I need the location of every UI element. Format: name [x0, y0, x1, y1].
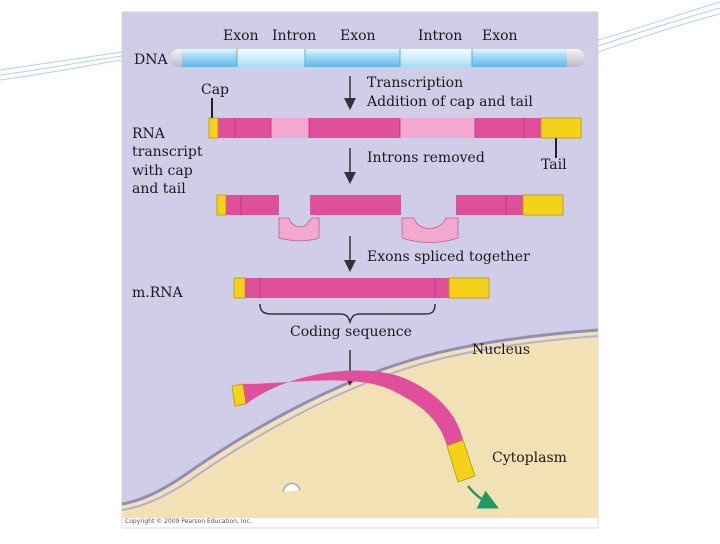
label-exon-3: Exon: [482, 28, 518, 44]
label-mrna: m.RNA: [132, 285, 183, 301]
rna-transcript: [208, 117, 582, 139]
coding-sequence-brace: [259, 303, 436, 325]
label-introns-removed: Introns removed: [367, 150, 485, 166]
label-exons-spliced: Exons spliced together: [367, 249, 530, 265]
label-rna-transcript-2: transcript: [132, 144, 203, 160]
label-cytoplasm: Cytoplasm: [492, 450, 567, 466]
label-intron-1: Intron: [272, 28, 317, 44]
label-cap: Cap: [201, 82, 230, 98]
label-rna-transcript-3: with cap: [132, 163, 193, 179]
label-rna-transcript-4: and tail: [132, 181, 186, 197]
exported-mrna: [231, 370, 476, 483]
label-dna: DNA: [134, 52, 168, 68]
nuclear-envelope-outer: [121, 335, 599, 511]
excised-intron-2: [401, 217, 459, 243]
label-rna-transcript-1: RNA: [132, 126, 165, 142]
excised-intron-1: [278, 217, 320, 242]
label-exon-2: Exon: [340, 28, 376, 44]
nuclear-envelope: [121, 328, 599, 506]
cytoplasm-region: [122, 330, 598, 518]
label-nucleus: Nucleus: [472, 342, 531, 358]
slide-decoration: [0, 1, 720, 81]
label-coding-sequence: Coding sequence: [290, 324, 412, 340]
mrna-strand: [233, 277, 490, 299]
export-arrow: [467, 485, 499, 509]
label-transcription: Transcription: [367, 75, 464, 91]
rna-cut-exons: [216, 194, 564, 216]
label-intron-2: Intron: [418, 28, 463, 44]
nuclear-pore: [282, 482, 301, 493]
label-tail: Tail: [541, 157, 567, 173]
dna-strand: [170, 49, 585, 67]
label-addition-cap-tail: Addition of cap and tail: [367, 94, 533, 110]
copyright-note: Copyright © 2009 Pearson Education, Inc.: [125, 518, 252, 525]
label-exon-1: Exon: [223, 28, 259, 44]
